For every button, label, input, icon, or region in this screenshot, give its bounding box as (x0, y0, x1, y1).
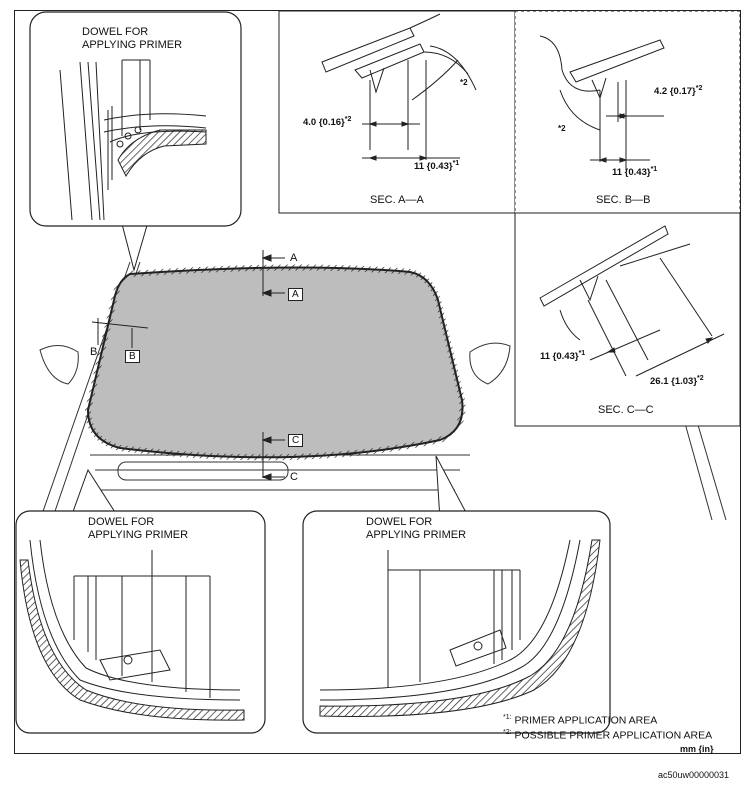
note-possible-primer-area: *2: POSSIBLE PRIMER APPLICATION AREA (503, 729, 713, 742)
callout-bottom-right (302, 455, 611, 734)
section-lines (91, 250, 285, 481)
callout-top-left (29, 11, 242, 272)
sec-cc-title: SEC. C—C (598, 404, 654, 416)
bb-dim-11: 11 {0.43}*1 (612, 166, 658, 179)
callout-bottom-left (15, 468, 266, 734)
aa-angle-note: *2 (460, 78, 468, 87)
section-mark-a-bottom: A (288, 288, 303, 301)
cc-dim-26-1: 26.1 {1.03}*2 (650, 375, 704, 388)
section-cc-box (514, 212, 741, 427)
windshield-glass (86, 266, 464, 459)
bb-angle-note: *2 (558, 124, 566, 133)
sec-aa-title: SEC. A—A (370, 194, 424, 206)
note-primer-area: *1: PRIMER APPLICATION AREA (503, 714, 658, 727)
section-mark-b-left: B (90, 346, 98, 358)
section-aa-box (278, 10, 516, 214)
section-mark-a-top: A (290, 252, 298, 264)
section-mark-b-right: B (125, 350, 140, 363)
aa-dim-11: 11 {0.43}*1 (414, 160, 460, 173)
section-bb-box (514, 10, 741, 214)
bb-dim-4-2: 4.2 {0.17}*2 (654, 85, 703, 98)
figure-code: ac50uw00000031 (658, 770, 730, 780)
sec-bb-title: SEC. B—B (596, 194, 651, 206)
section-mark-c-bottom: C (290, 471, 298, 483)
aa-dim-4-0: 4.0 {0.16}*2 (303, 116, 352, 129)
units-label: mm {in} (680, 744, 714, 754)
section-mark-c-top: C (288, 434, 304, 447)
cc-dim-11: 11 {0.43}*1 (540, 350, 586, 363)
primer-band (84, 264, 466, 461)
